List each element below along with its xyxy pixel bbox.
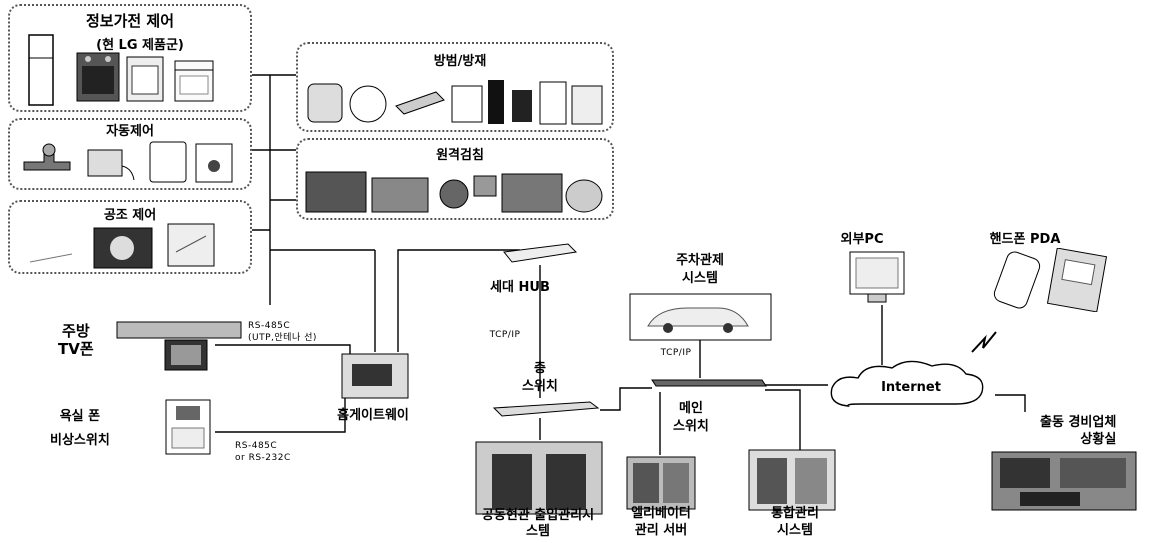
valve-icon (20, 142, 74, 184)
meter-devices-icon (304, 168, 610, 216)
tcpip-left-label: TCP/IP (490, 330, 521, 340)
main-switch-label: 메인 스위치 (673, 400, 709, 436)
refrigerator-icon (28, 34, 54, 106)
bath-phone-label: 욕실 폰 비상스위치 (50, 405, 110, 453)
internet-label: Internet (881, 380, 941, 395)
external-pc-label: 외부PC (841, 228, 884, 247)
elevator-server-icon (625, 455, 697, 511)
parking-system-icon (628, 292, 773, 342)
remote-meter-title: 원격검침 (436, 144, 484, 163)
fan-icon (92, 226, 154, 270)
info-appliance-title: 정보가전 제어 (86, 10, 174, 31)
bath-gateway-line (215, 395, 345, 432)
external-pc-icon (848, 250, 916, 306)
controller-icon (84, 146, 136, 184)
entrance-system-icon (474, 440, 604, 516)
washer-icon (126, 56, 164, 102)
aircon-icon (166, 222, 216, 268)
security-title: 방범/방재 (434, 50, 487, 69)
floor-switch-label: 층 스위치 (522, 360, 558, 396)
info-appliance-subtitle: (현 LG 제품군) (96, 34, 184, 53)
security-devices-icon (304, 76, 610, 128)
main-switch-icon (650, 376, 768, 394)
rs485-rs232-label: RS-485C or RS-232C (235, 440, 291, 464)
main-integrated-line (765, 390, 800, 455)
integrated-system-icon (747, 448, 837, 512)
unit-hub-label: 세대 HUB (490, 276, 550, 295)
kitchen-tv-phone-icon (115, 320, 245, 372)
floor-switch-icon (490, 398, 602, 420)
hvac-control-title: 공조 제어 (104, 204, 156, 223)
security-company-label: 출동 경비업체 상황실 (1040, 414, 1116, 448)
kitchen-tv-phone-label: 주방 TV폰 (58, 322, 94, 358)
rs485-utp-label: RS-485C (UTP,안테나 선) (248, 320, 317, 344)
parking-system-label: 주차관제 시스템 (676, 252, 724, 288)
home-gateway-label: 홈게이트웨이 (337, 404, 409, 423)
panel-icon (148, 140, 188, 184)
dishwasher-icon (174, 60, 214, 102)
switch-main-line (600, 388, 652, 410)
aircon-remote-icon (26, 232, 76, 268)
unit-hub-icon (500, 240, 580, 266)
handphone-pda-label: 핸드폰 PDA (990, 228, 1061, 247)
auto-control-title: 자동제어 (106, 120, 154, 139)
integrated-system-label: 통합관리 시스템 (771, 505, 819, 539)
wireless-lightning (972, 332, 996, 352)
tcpip-mid-label: TCP/IP (661, 348, 692, 358)
entrance-system-label: 공동현관 출입관리시 스템 (482, 508, 594, 540)
security-company-icon (990, 450, 1138, 512)
home-gateway-icon (340, 352, 410, 400)
sensor-icon (194, 142, 234, 184)
handphone-pda-icon (988, 248, 1112, 312)
stove-icon (76, 52, 120, 102)
elevator-server-label: 엘리베이터 관리 서버 (631, 505, 691, 539)
bath-phone-icon (164, 398, 212, 456)
